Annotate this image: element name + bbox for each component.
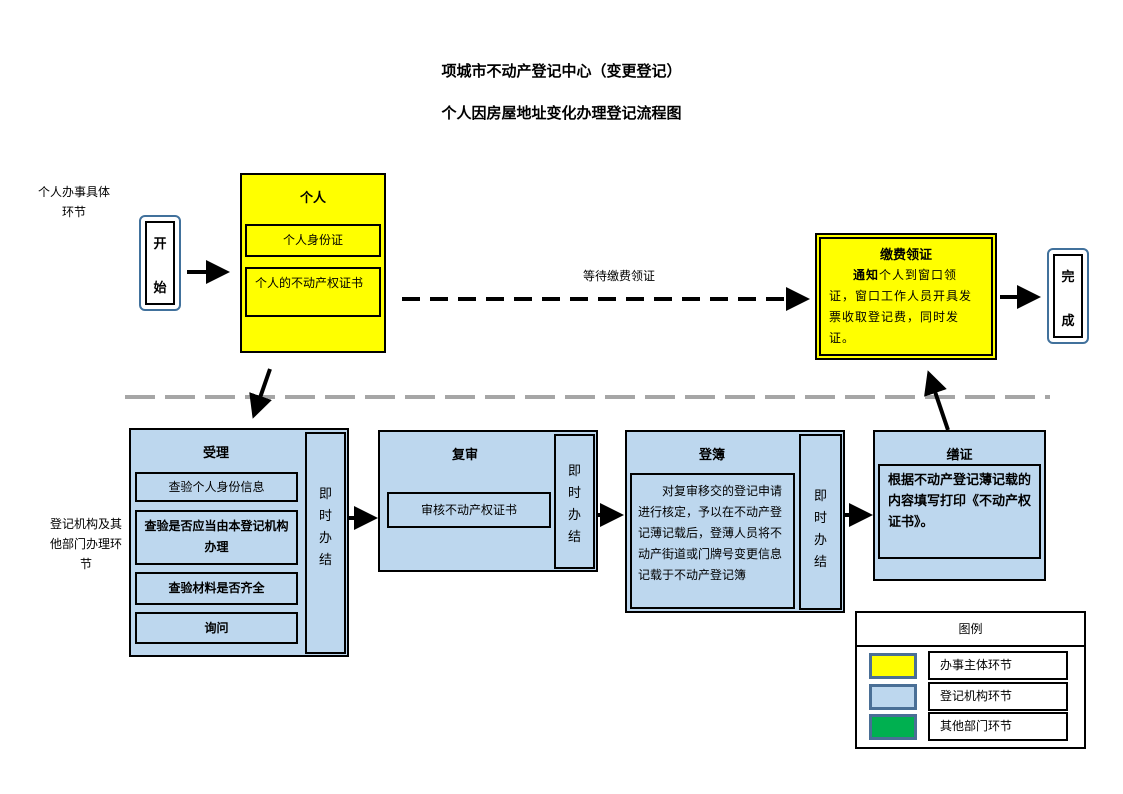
stage-accept-item-4: 询问 (135, 612, 298, 644)
legend: 图例 办事主体环节 登记机构环节 其他部门环节 (855, 611, 1086, 749)
arrow-personal-to-accept (249, 368, 272, 419)
end-label-2: 成 (1061, 314, 1075, 329)
stage-register-title: 登簿 (698, 448, 725, 463)
legend-swatch-blue (869, 684, 917, 710)
personal-box-title: 个人 (299, 191, 326, 206)
arrow-certificate-to-payment (924, 370, 950, 431)
page-title: 项城市不动产登记中心（变更登记） (441, 62, 682, 80)
payment-box-text: 个人到窗口领证，窗口工作人员开具发票收取登记费，同时发证。 (829, 268, 973, 345)
wait-label: 等待缴费领证 (583, 269, 656, 283)
page-subtitle: 个人因房屋地址变化办理登记流程图 (441, 104, 682, 122)
stage-accept-item-1: 查验个人身份信息 (135, 472, 298, 502)
legend-title: 图例 (857, 613, 1084, 647)
end-node: 完 成 (1047, 248, 1089, 344)
start-label-1: 开 (153, 237, 167, 252)
stage-review-side: 即时办结 (554, 434, 595, 569)
start-label-2: 始 (153, 281, 167, 296)
legend-swatch-green (869, 714, 917, 740)
end-label-1: 完 (1061, 270, 1075, 285)
stage-register-item-1: 对复审移交的登记申请进行核定，予以在不动产登记薄记载后，登薄人员将不动产街道或门… (630, 473, 795, 609)
stage-review-title: 复审 (451, 448, 478, 463)
legend-label-other: 其他部门环节 (928, 712, 1068, 741)
stage-certificate-title: 缮证 (946, 448, 973, 463)
payment-box: 缴费领证 通知个人到窗口领证，窗口工作人员开具发票收取登记费，同时发证。 (815, 233, 997, 360)
stage-register-side: 即时办结 (799, 434, 842, 610)
stage-certificate-item-1: 根据不动产登记薄记载的内容填写打印《不动产权证书》。 (878, 464, 1041, 559)
stage-accept-side: 即时办结 (305, 432, 346, 654)
payment-box-lead: 通知 (853, 268, 880, 282)
personal-item-id-card: 个人身份证 (245, 224, 381, 257)
stage-accept: 受理 查验个人身份信息 查验是否应当由本登记机构办理 查验材料是否齐全 询问 即… (129, 428, 349, 657)
stage-accept-item-2: 查验是否应当由本登记机构办理 (135, 510, 298, 565)
payment-box-title: 缴费领证 (879, 248, 932, 263)
legend-label-agency: 登记机构环节 (928, 682, 1068, 711)
legend-swatch-yellow (869, 653, 917, 679)
personal-box: 个人 个人身份证 个人的不动产权证书 (240, 173, 386, 353)
stage-review-item-1: 审核不动产权证书 (387, 492, 551, 528)
stage-register: 登簿 对复审移交的登记申请进行核定，予以在不动产登记薄记载后，登薄人员将不动产街… (625, 430, 845, 613)
stage-review: 复审 审核不动产权证书 即时办结 (378, 430, 598, 572)
stage-certificate: 缮证 根据不动产登记薄记载的内容填写打印《不动产权证书》。 (873, 430, 1046, 581)
stage-accept-item-3: 查验材料是否齐全 (135, 572, 298, 605)
start-node: 开 始 (139, 215, 181, 311)
lane-label-personal: 个人办事具体环节 (37, 185, 110, 219)
personal-item-property-certificate: 个人的不动产权证书 (245, 267, 381, 317)
legend-label-main: 办事主体环节 (928, 651, 1068, 680)
lane-label-agency: 登记机构及其他部门办理环节 (49, 517, 122, 571)
stage-accept-title: 受理 (202, 446, 229, 461)
